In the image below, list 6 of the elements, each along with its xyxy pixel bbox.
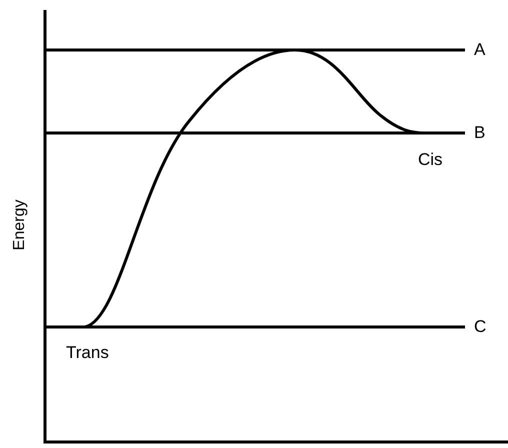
- level-label: B: [474, 124, 486, 141]
- level-label: C: [474, 318, 486, 335]
- state-label: Trans: [66, 344, 109, 361]
- state-label: Cis: [418, 151, 443, 168]
- axis-title: Energy: [12, 200, 28, 250]
- level-label: A: [474, 41, 486, 58]
